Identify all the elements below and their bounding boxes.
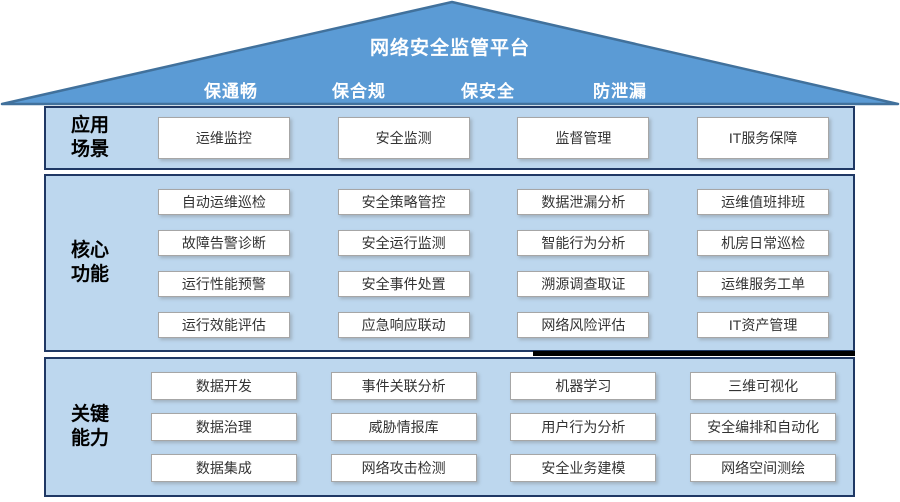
item-box: 运维监控: [157, 117, 290, 159]
section-label: 关键 能力: [70, 404, 109, 449]
pillar-label-3: 保安全: [461, 82, 515, 101]
section-core-functions: 核心 功能 自动运维巡检 安全策略管控 数据泄漏分析 运维值班排班 故障告警诊断…: [44, 174, 855, 352]
item-box: 事件关联分析: [330, 372, 477, 400]
item-box: 用户行为分析: [510, 413, 657, 441]
item-box: 网络风险评估: [517, 311, 650, 338]
roof-title: 网络安全监管平台: [369, 38, 530, 59]
item-box: 应急响应联动: [337, 311, 470, 338]
section-application-scenarios: 应用 场景 运维监控 安全监测 监督管理 IT服务保障: [44, 106, 855, 170]
item-box: 数据集成: [150, 454, 297, 482]
section-label: 应用 场景: [70, 115, 109, 160]
item-box: 数据治理: [150, 413, 297, 441]
item-box: 安全监测: [337, 117, 470, 159]
roof-triangle: [0, 0, 900, 106]
section-key-capabilities: 关键 能力 数据开发 事件关联分析 机器学习 三维可视化 数据治理 威胁情报库 …: [44, 357, 855, 497]
item-box: 智能行为分析: [517, 229, 650, 256]
item-box: IT服务保障: [697, 117, 830, 159]
item-box: 溯源调查取证: [517, 270, 650, 297]
item-box: 安全编排和自动化: [690, 413, 837, 441]
item-box: 自动运维巡检: [157, 188, 290, 215]
item-box: 安全业务建模: [510, 454, 657, 482]
item-box: 安全运行监测: [337, 229, 470, 256]
item-box: 网络空间测绘: [690, 454, 837, 482]
item-box: 安全策略管控: [337, 188, 470, 215]
item-box: 监督管理: [517, 117, 650, 159]
pillar-label-2: 保合规: [332, 82, 386, 101]
item-box: 网络攻击检测: [330, 454, 477, 482]
item-box: IT资产管理: [697, 311, 830, 338]
section-label: 核心 功能: [70, 240, 109, 285]
pillar-label-4: 防泄漏: [593, 82, 647, 101]
pillar-label-1: 保通畅: [204, 82, 258, 101]
item-box: 机房日常巡检: [697, 229, 830, 256]
item-box: 故障告警诊断: [157, 229, 290, 256]
item-box: 数据泄漏分析: [517, 188, 650, 215]
item-box: 威胁情报库: [330, 413, 477, 441]
item-box: 运行性能预警: [157, 270, 290, 297]
section-grid: 数据开发 事件关联分析 机器学习 三维可视化 数据治理 威胁情报库 用户行为分析…: [134, 359, 853, 495]
item-box: 运维服务工单: [697, 270, 830, 297]
item-box: 机器学习: [510, 372, 657, 400]
item-box: 三维可视化: [690, 372, 837, 400]
item-box: 运行效能评估: [157, 311, 290, 338]
item-box: 安全事件处置: [337, 270, 470, 297]
item-box: 数据开发: [150, 372, 297, 400]
section-divider-line: [533, 351, 855, 356]
item-box: 运维值班排班: [697, 188, 830, 215]
section-grid: 自动运维巡检 安全策略管控 数据泄漏分析 运维值班排班 故障告警诊断 安全运行监…: [134, 176, 853, 350]
section-grid: 运维监控 安全监测 监督管理 IT服务保障: [134, 108, 853, 168]
